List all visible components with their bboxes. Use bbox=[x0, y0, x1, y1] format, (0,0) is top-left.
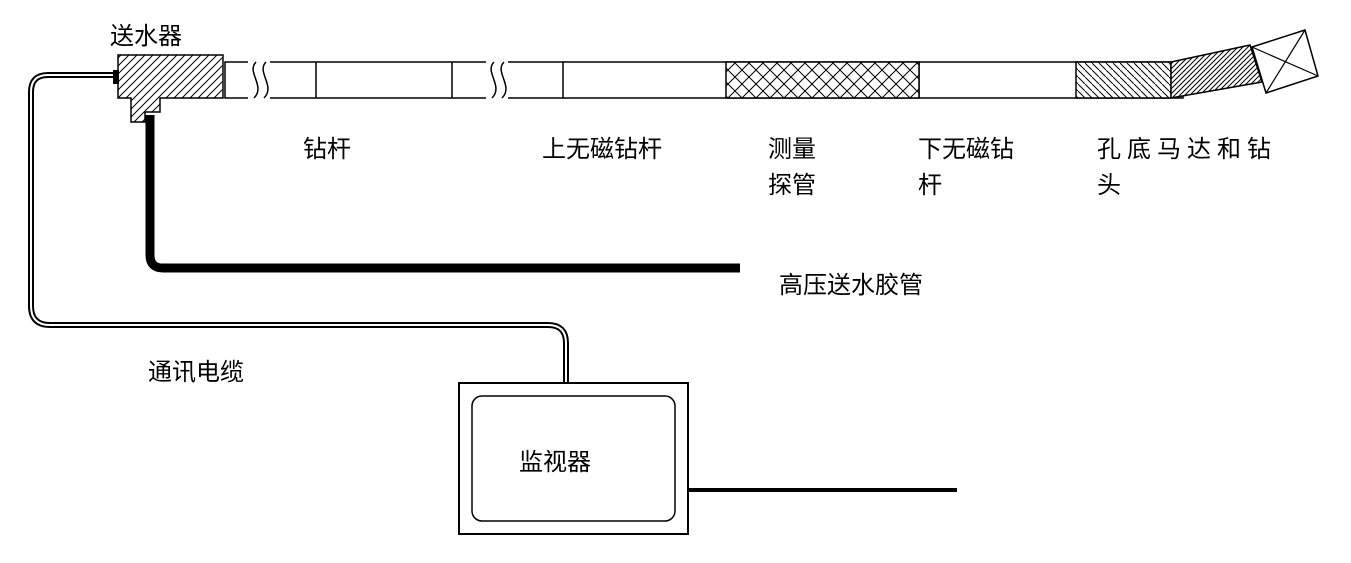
label-lower-nonmag-rod-line-2: 杆 bbox=[918, 171, 942, 199]
label-motor-bit-line-1: 孔底马达和钻 bbox=[1097, 135, 1277, 163]
monitor bbox=[458, 382, 689, 535]
label-motor-bit-line-2: 头 bbox=[1097, 171, 1121, 199]
communication-cable bbox=[28, 72, 569, 383]
label-probe-line-2: 探管 bbox=[768, 171, 816, 199]
label-cable: 通讯电缆 bbox=[148, 358, 244, 386]
measurement-probe bbox=[725, 61, 920, 99]
label-water-feeder: 送水器 bbox=[110, 22, 182, 50]
break-symbol bbox=[486, 60, 508, 100]
label-drill-rod: 钻杆 bbox=[303, 135, 351, 163]
drill-bit bbox=[1251, 29, 1319, 94]
label-hose: 高压送水胶管 bbox=[779, 271, 923, 299]
bent-housing bbox=[1170, 44, 1263, 99]
downhole-motor bbox=[1075, 61, 1172, 99]
label-lower-nonmag-rod-line-1: 下无磁钻 bbox=[918, 135, 1014, 163]
drill-string bbox=[224, 29, 1319, 100]
high-pressure-hose bbox=[145, 115, 740, 273]
label-monitor: 监视器 bbox=[519, 448, 591, 476]
label-probe-line-1: 测量 bbox=[768, 135, 816, 163]
label-upper-nonmag-rod: 上无磁钻杆 bbox=[542, 135, 662, 163]
break-symbol bbox=[248, 60, 270, 100]
water-feeder bbox=[113, 54, 224, 123]
